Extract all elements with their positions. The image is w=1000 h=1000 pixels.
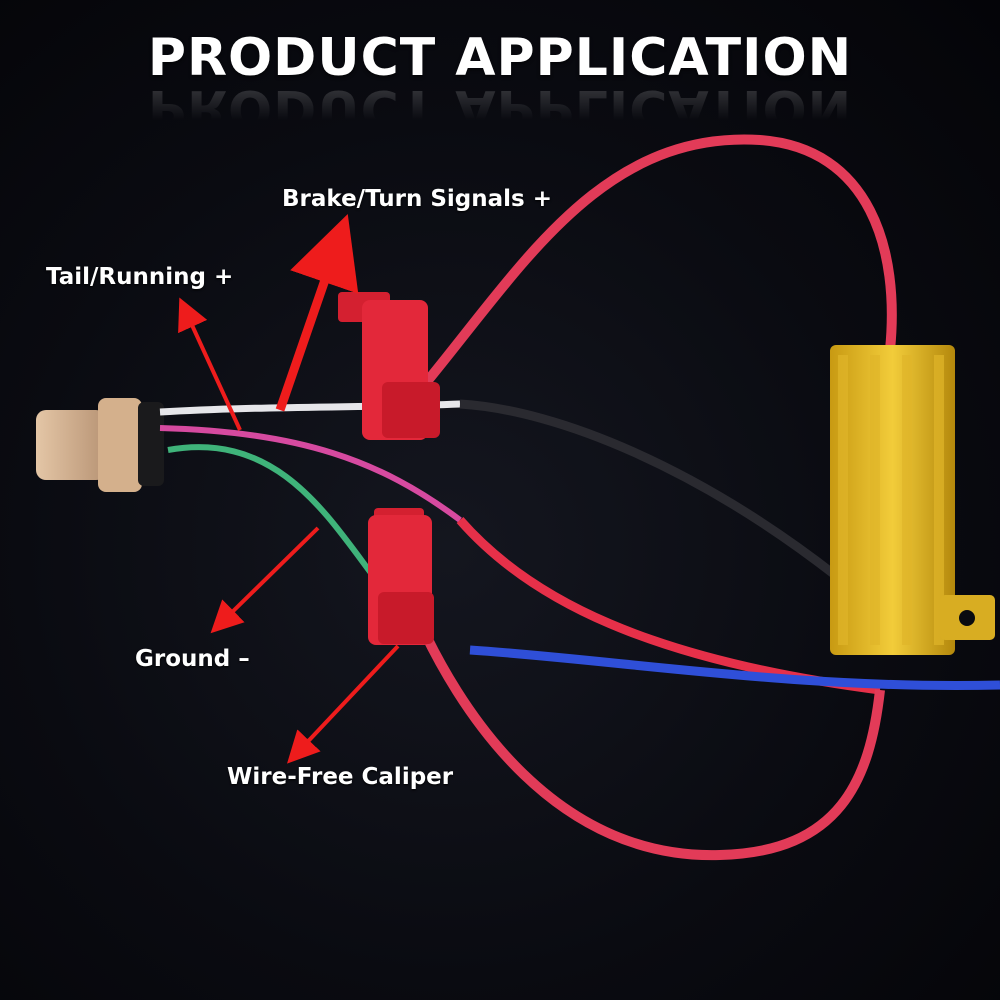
label-brake-turn-signals: Brake/Turn Signals + xyxy=(282,186,552,212)
label-tail-running: Tail/Running + xyxy=(46,264,234,290)
blue-wire xyxy=(469,645,1000,691)
t-tap-connector-lower xyxy=(368,508,434,645)
label-ground: Ground – xyxy=(135,646,250,672)
label-wire-free-caliper: Wire-Free Caliper xyxy=(227,764,454,790)
green-ground-wire xyxy=(167,444,383,587)
pink-tail-wire xyxy=(159,425,462,523)
arrow-brake-turn xyxy=(275,213,359,412)
t-tap-connector-upper xyxy=(338,292,440,440)
red-wire-loop xyxy=(405,598,885,861)
black-wire xyxy=(459,399,838,579)
arrow-tail-running xyxy=(178,297,242,431)
arrow-ground xyxy=(210,526,320,634)
load-resistor xyxy=(830,345,995,655)
bulb-socket xyxy=(36,398,164,492)
page-title: PRODUCT APPLICATION xyxy=(147,28,853,88)
red-wire-upper xyxy=(416,134,897,394)
arrow-caliper xyxy=(287,644,400,764)
